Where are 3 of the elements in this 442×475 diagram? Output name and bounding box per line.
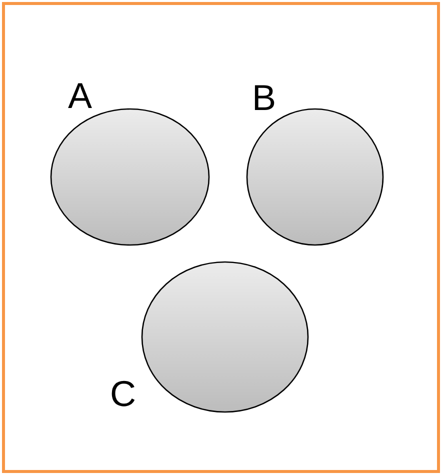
- node-label: A: [68, 78, 92, 114]
- node-label: C: [110, 376, 136, 412]
- node-label: B: [252, 80, 276, 116]
